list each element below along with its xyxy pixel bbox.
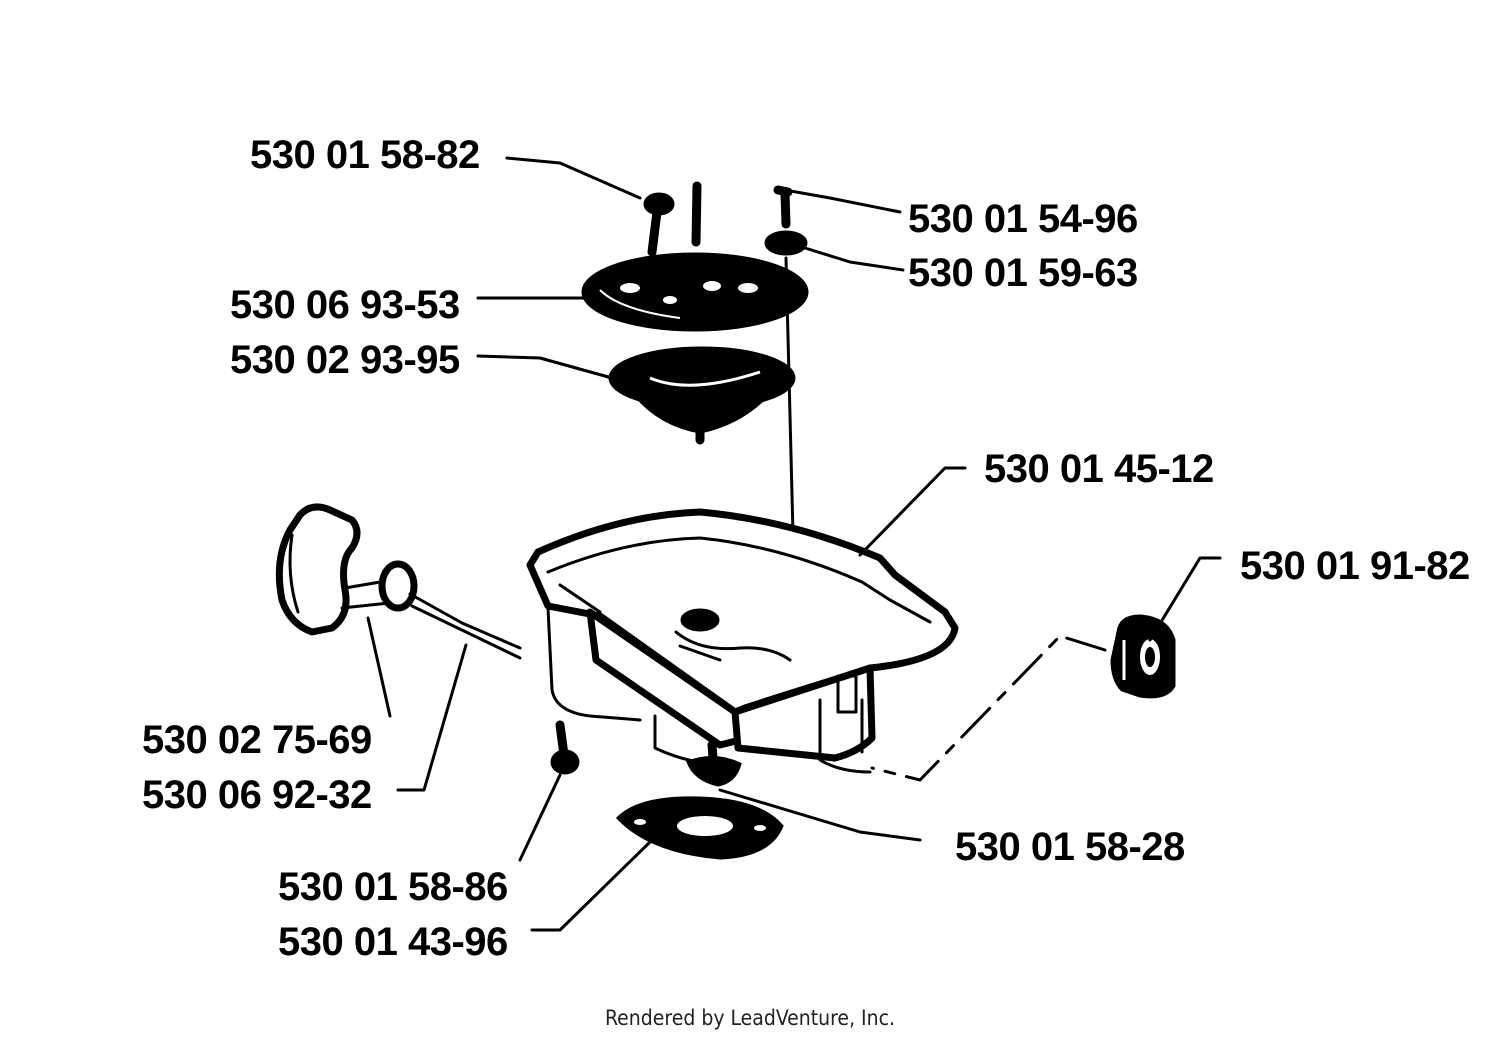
part-label-7: 530 01 91-82 (1240, 544, 1470, 588)
leader-530-01-91-82 (1148, 556, 1222, 642)
housing-screw (550, 720, 580, 775)
starter-cord (408, 592, 522, 660)
leader-530-02-93-95 (476, 354, 614, 380)
leader-lines (366, 156, 1222, 932)
spring-cassette (608, 346, 796, 445)
leader-530-01-58-28 (718, 788, 922, 842)
washer-small (764, 230, 808, 256)
part-label-8: 530 02 75-69 (142, 718, 372, 762)
starter-housing (526, 508, 959, 774)
leader-530-01-58-82 (505, 156, 642, 200)
nut (1110, 614, 1176, 699)
pawl (686, 740, 742, 787)
footer-credit: Rendered by LeadVenture, Inc. (605, 1006, 895, 1030)
starter-handle (275, 503, 418, 636)
pulley-plate (581, 252, 809, 332)
screw-top-right (773, 185, 793, 229)
leader-530-01-43-96 (530, 840, 652, 932)
leader-530-02-75-69 (366, 616, 392, 718)
part-label-5: 530 02 93-95 (230, 338, 460, 382)
part-label-9: 530 06 92-32 (142, 773, 372, 817)
part-label-1: 530 01 58-82 (250, 133, 480, 177)
part-label-11: 530 01 58-86 (278, 865, 508, 909)
leader-530-01-54-96 (783, 188, 902, 214)
leader-530-01-58-86 (518, 773, 562, 862)
part-label-2: 530 01 54-96 (908, 197, 1138, 241)
drive-plate (615, 796, 784, 860)
part-label-3: 530 01 59-63 (908, 251, 1138, 295)
center-pin (691, 181, 702, 247)
leader-530-01-59-63 (803, 246, 905, 272)
part-label-10: 530 01 58-28 (955, 825, 1185, 869)
part-label-12: 530 01 43-96 (278, 920, 508, 964)
leader-530-01-45-12 (858, 466, 967, 557)
leader-nut-to-housing (870, 634, 1107, 782)
starter-exploded-diagram: 530 01 58-82 530 01 54-96 530 01 59-63 5… (142, 133, 1470, 964)
part-label-6: 530 01 45-12 (984, 447, 1214, 491)
part-label-4: 530 06 93-53 (230, 283, 460, 327)
screw-top-left (643, 192, 675, 257)
leader-530-06-92-32 (396, 643, 468, 792)
part-labels: 530 01 58-82 530 01 54-96 530 01 59-63 5… (142, 133, 1470, 964)
